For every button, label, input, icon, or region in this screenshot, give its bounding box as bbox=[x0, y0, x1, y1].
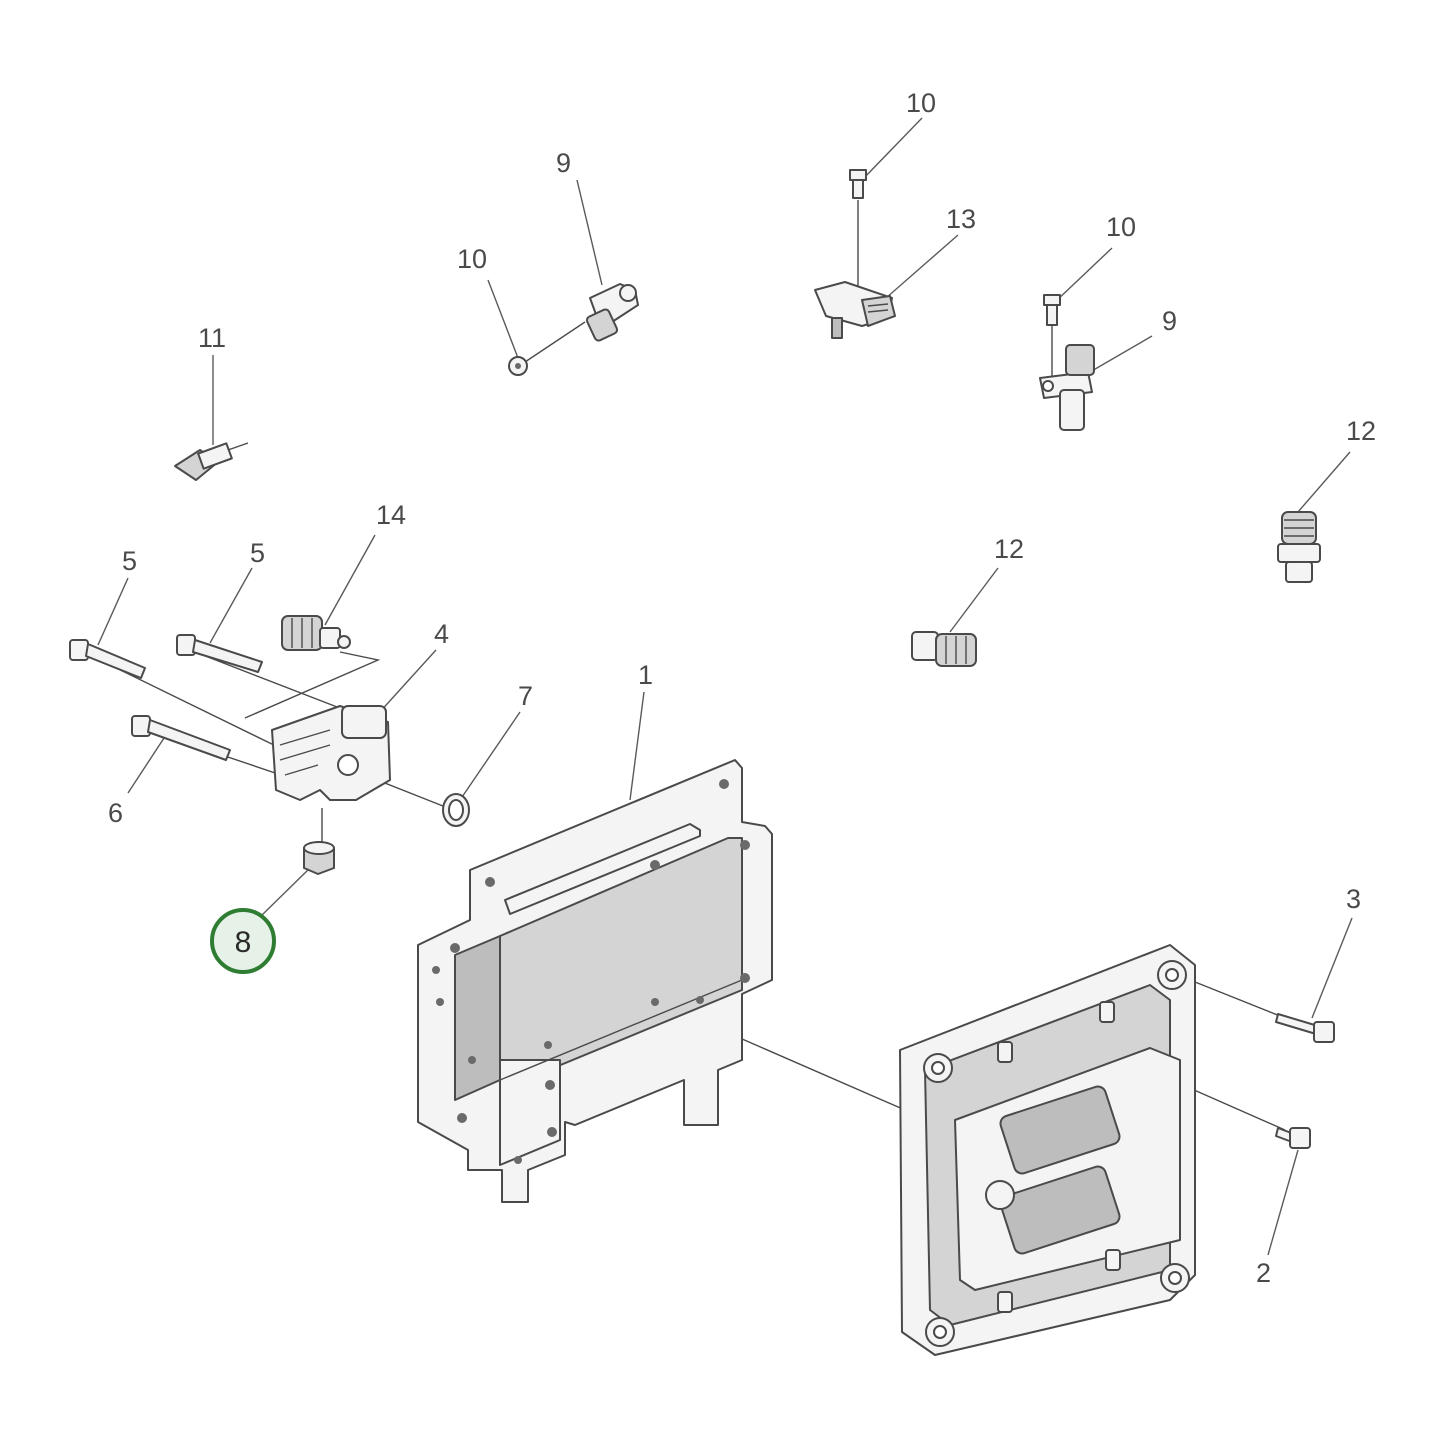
leader-lines bbox=[97, 117, 1353, 1256]
part-10-nut-left bbox=[508, 356, 528, 376]
callout-8: 8 bbox=[235, 926, 252, 959]
callout-5b: 5 bbox=[250, 538, 265, 568]
callout-11: 11 bbox=[198, 323, 226, 353]
part-14-sensor bbox=[281, 615, 351, 651]
part-9-speed-sensor-left bbox=[585, 283, 639, 342]
part-5-bolt-left bbox=[69, 639, 146, 679]
callout-12a: 12 bbox=[1346, 416, 1376, 446]
part-13-pressure-sensor bbox=[814, 281, 896, 339]
part-11-temperature-sensor bbox=[174, 442, 249, 481]
part-10-bolt-top bbox=[849, 169, 867, 199]
part-1-mounting-bracket bbox=[417, 759, 773, 1203]
callout-7: 7 bbox=[518, 681, 533, 711]
part-8-plug bbox=[303, 841, 335, 875]
callout-6: 6 bbox=[108, 798, 123, 828]
callout-9a: 9 bbox=[556, 148, 571, 178]
callout-10b: 10 bbox=[457, 244, 487, 274]
callout-labels: 1 2 3 4 5 5 6 7 9 9 10 10 10 11 12 12 13… bbox=[108, 88, 1376, 1288]
part-4-sensor-bracket bbox=[271, 705, 391, 801]
callout-3: 3 bbox=[1346, 884, 1361, 914]
ecu-control-unit bbox=[899, 944, 1196, 1356]
part-2-bolt bbox=[1275, 1127, 1311, 1149]
part-5-bolt-right bbox=[176, 634, 263, 673]
highlight-ring bbox=[210, 908, 276, 974]
part-12-pressure-switch-right bbox=[1277, 511, 1321, 583]
callout-14: 14 bbox=[376, 500, 406, 530]
callout-5a: 5 bbox=[122, 546, 137, 576]
callout-12b: 12 bbox=[994, 534, 1024, 564]
callout-10c: 10 bbox=[1106, 212, 1136, 242]
part-9-speed-sensor-right bbox=[1039, 344, 1095, 431]
callout-4: 4 bbox=[434, 619, 449, 649]
callout-8-highlighted[interactable]: 8 bbox=[210, 908, 276, 974]
callout-1: 1 bbox=[638, 660, 653, 690]
part-10-bolt-right bbox=[1043, 294, 1061, 326]
callout-9b: 9 bbox=[1162, 306, 1177, 336]
callout-10a: 10 bbox=[906, 88, 936, 118]
part-7-o-ring bbox=[442, 793, 470, 827]
part-12-pressure-switch-center bbox=[911, 631, 977, 667]
part-3-bolt bbox=[1275, 1013, 1335, 1043]
callout-2: 2 bbox=[1256, 1258, 1271, 1288]
callout-13: 13 bbox=[946, 204, 976, 234]
part-6-bolt bbox=[131, 715, 231, 761]
